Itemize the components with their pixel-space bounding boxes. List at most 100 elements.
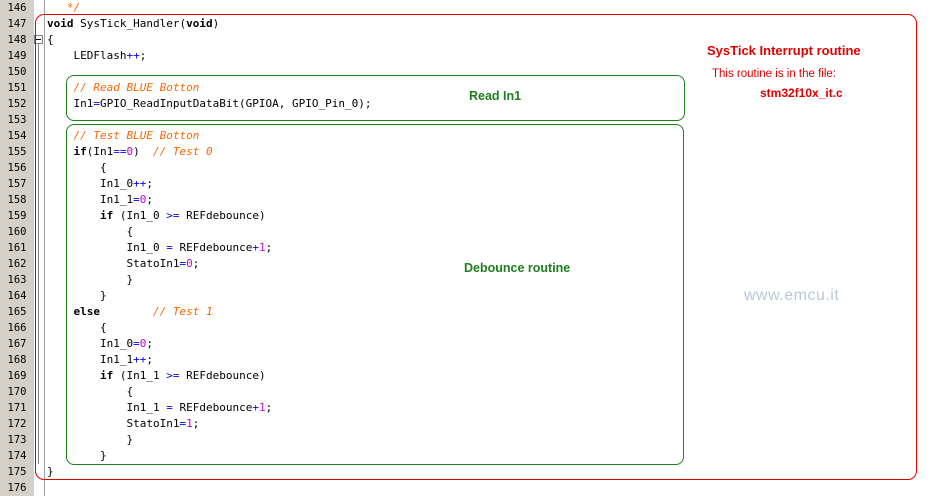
code-token: 1 <box>186 417 193 430</box>
line-number: 151 <box>7 82 27 94</box>
code-token: } <box>47 273 134 286</box>
code-token: ; <box>265 241 273 254</box>
read-in1-outline <box>66 75 685 121</box>
fold-guide-line <box>38 44 39 464</box>
code-token: // Test 1 <box>152 305 213 318</box>
code-line: In1_0 = REFdebounce+1; <box>47 240 272 256</box>
code-token: StatoIn1 <box>47 417 180 430</box>
code-token: if <box>99 369 114 382</box>
code-token: ++ <box>126 49 140 62</box>
code-token: 0 <box>126 145 134 158</box>
code-token: In1 <box>47 97 94 110</box>
code-line: In1_0=0; <box>47 336 153 352</box>
fold-collapse-icon[interactable] <box>34 35 43 44</box>
code-token: REFdebounce <box>172 241 253 254</box>
line-number: 148 <box>7 34 27 46</box>
line-number: 150 <box>7 66 27 78</box>
code-token: In1_0 <box>47 177 134 190</box>
code-token: In1_0 <box>47 241 167 254</box>
code-line: } <box>47 464 54 480</box>
code-token: void <box>47 17 74 30</box>
gutter-separator <box>44 0 45 496</box>
code-token: ; <box>192 257 200 270</box>
debounce-outline <box>66 124 684 465</box>
code-token: if <box>73 145 87 158</box>
code-line: In1_1 = REFdebounce+1; <box>47 400 272 416</box>
code-token: StatoIn1 <box>47 257 180 270</box>
line-number: 161 <box>7 242 27 254</box>
code-line: { <box>47 224 133 240</box>
code-token: >= <box>166 209 180 222</box>
code-line: { <box>47 32 54 48</box>
code-token: { <box>47 33 54 46</box>
line-number: 170 <box>7 386 27 398</box>
code-line: { <box>47 384 133 400</box>
code-token: } <box>47 289 107 302</box>
code-token: (In1 <box>86 145 114 158</box>
code-token: */ <box>47 1 81 14</box>
code-token: ; <box>139 49 147 62</box>
code-line: StatoIn1=0; <box>47 256 199 272</box>
code-line: In1_1++; <box>47 352 153 368</box>
code-token: + <box>252 241 259 254</box>
code-token: = <box>93 97 100 110</box>
code-token: ) <box>212 17 220 30</box>
line-number: 171 <box>7 402 27 414</box>
code-token: (In1_1 <box>113 369 167 382</box>
code-token: >= <box>166 369 180 382</box>
code-token: In1_1 <box>47 401 167 414</box>
code-token: 0 <box>139 337 147 350</box>
line-number: 155 <box>7 146 27 158</box>
code-token: == <box>113 145 127 158</box>
code-token: ) <box>133 145 153 158</box>
code-token: GPIO_ReadInputDataBit(GPIOA, GPIO_Pin_0)… <box>99 97 372 110</box>
code-line: In1_1=0; <box>47 192 153 208</box>
line-number: 166 <box>7 322 27 334</box>
line-number: 149 <box>7 50 27 62</box>
line-number: 174 <box>7 450 27 462</box>
code-line: StatoIn1=1; <box>47 416 199 432</box>
code-token: LEDFlash <box>47 49 127 62</box>
line-number: 160 <box>7 226 27 238</box>
code-token: = <box>166 401 173 414</box>
code-token: // Test BLUE Botton <box>47 129 200 142</box>
code-token: In1_1 <box>47 353 134 366</box>
code-token: In1_0 <box>47 337 134 350</box>
code-line: } <box>47 272 133 288</box>
code-token: 1 <box>258 241 266 254</box>
line-number: 146 <box>7 2 27 14</box>
code-token: } <box>47 433 134 446</box>
code-token: = <box>166 241 173 254</box>
code-line: else // Test 1 <box>47 304 213 320</box>
code-token: + <box>252 401 259 414</box>
code-line: LEDFlash++; <box>47 48 146 64</box>
code-token: ; <box>265 401 273 414</box>
code-token: ; <box>146 337 153 350</box>
code-line: // Read BLUE Botton <box>47 80 199 96</box>
line-number: 153 <box>7 114 27 126</box>
code-token: void <box>186 17 213 30</box>
line-number: 164 <box>7 290 27 302</box>
code-token: In1_1 <box>47 193 134 206</box>
code-line: if(In1==0) // Test 0 <box>47 144 213 160</box>
code-token: (In1_0 <box>113 209 167 222</box>
line-number: 162 <box>7 258 27 270</box>
code-token: = <box>179 417 187 430</box>
code-token: ; <box>146 193 153 206</box>
code-token: // Test 0 <box>153 145 213 158</box>
line-number: 152 <box>7 98 27 110</box>
watermark: www.emcu.it <box>744 287 840 304</box>
code-token: = <box>133 337 140 350</box>
code-line: } <box>47 448 107 464</box>
code-line: } <box>47 432 133 448</box>
read-in1-label: Read In1 <box>469 89 522 103</box>
code-token: REFdebounce) <box>179 209 266 222</box>
code-token: { <box>47 321 107 334</box>
code-token: } <box>47 465 54 478</box>
code-line: } <box>47 288 107 304</box>
line-number: 169 <box>7 370 27 382</box>
line-number: 157 <box>7 178 27 190</box>
code-token: REFdebounce) <box>179 369 266 382</box>
line-number: 163 <box>7 274 27 286</box>
code-token: { <box>47 161 107 174</box>
